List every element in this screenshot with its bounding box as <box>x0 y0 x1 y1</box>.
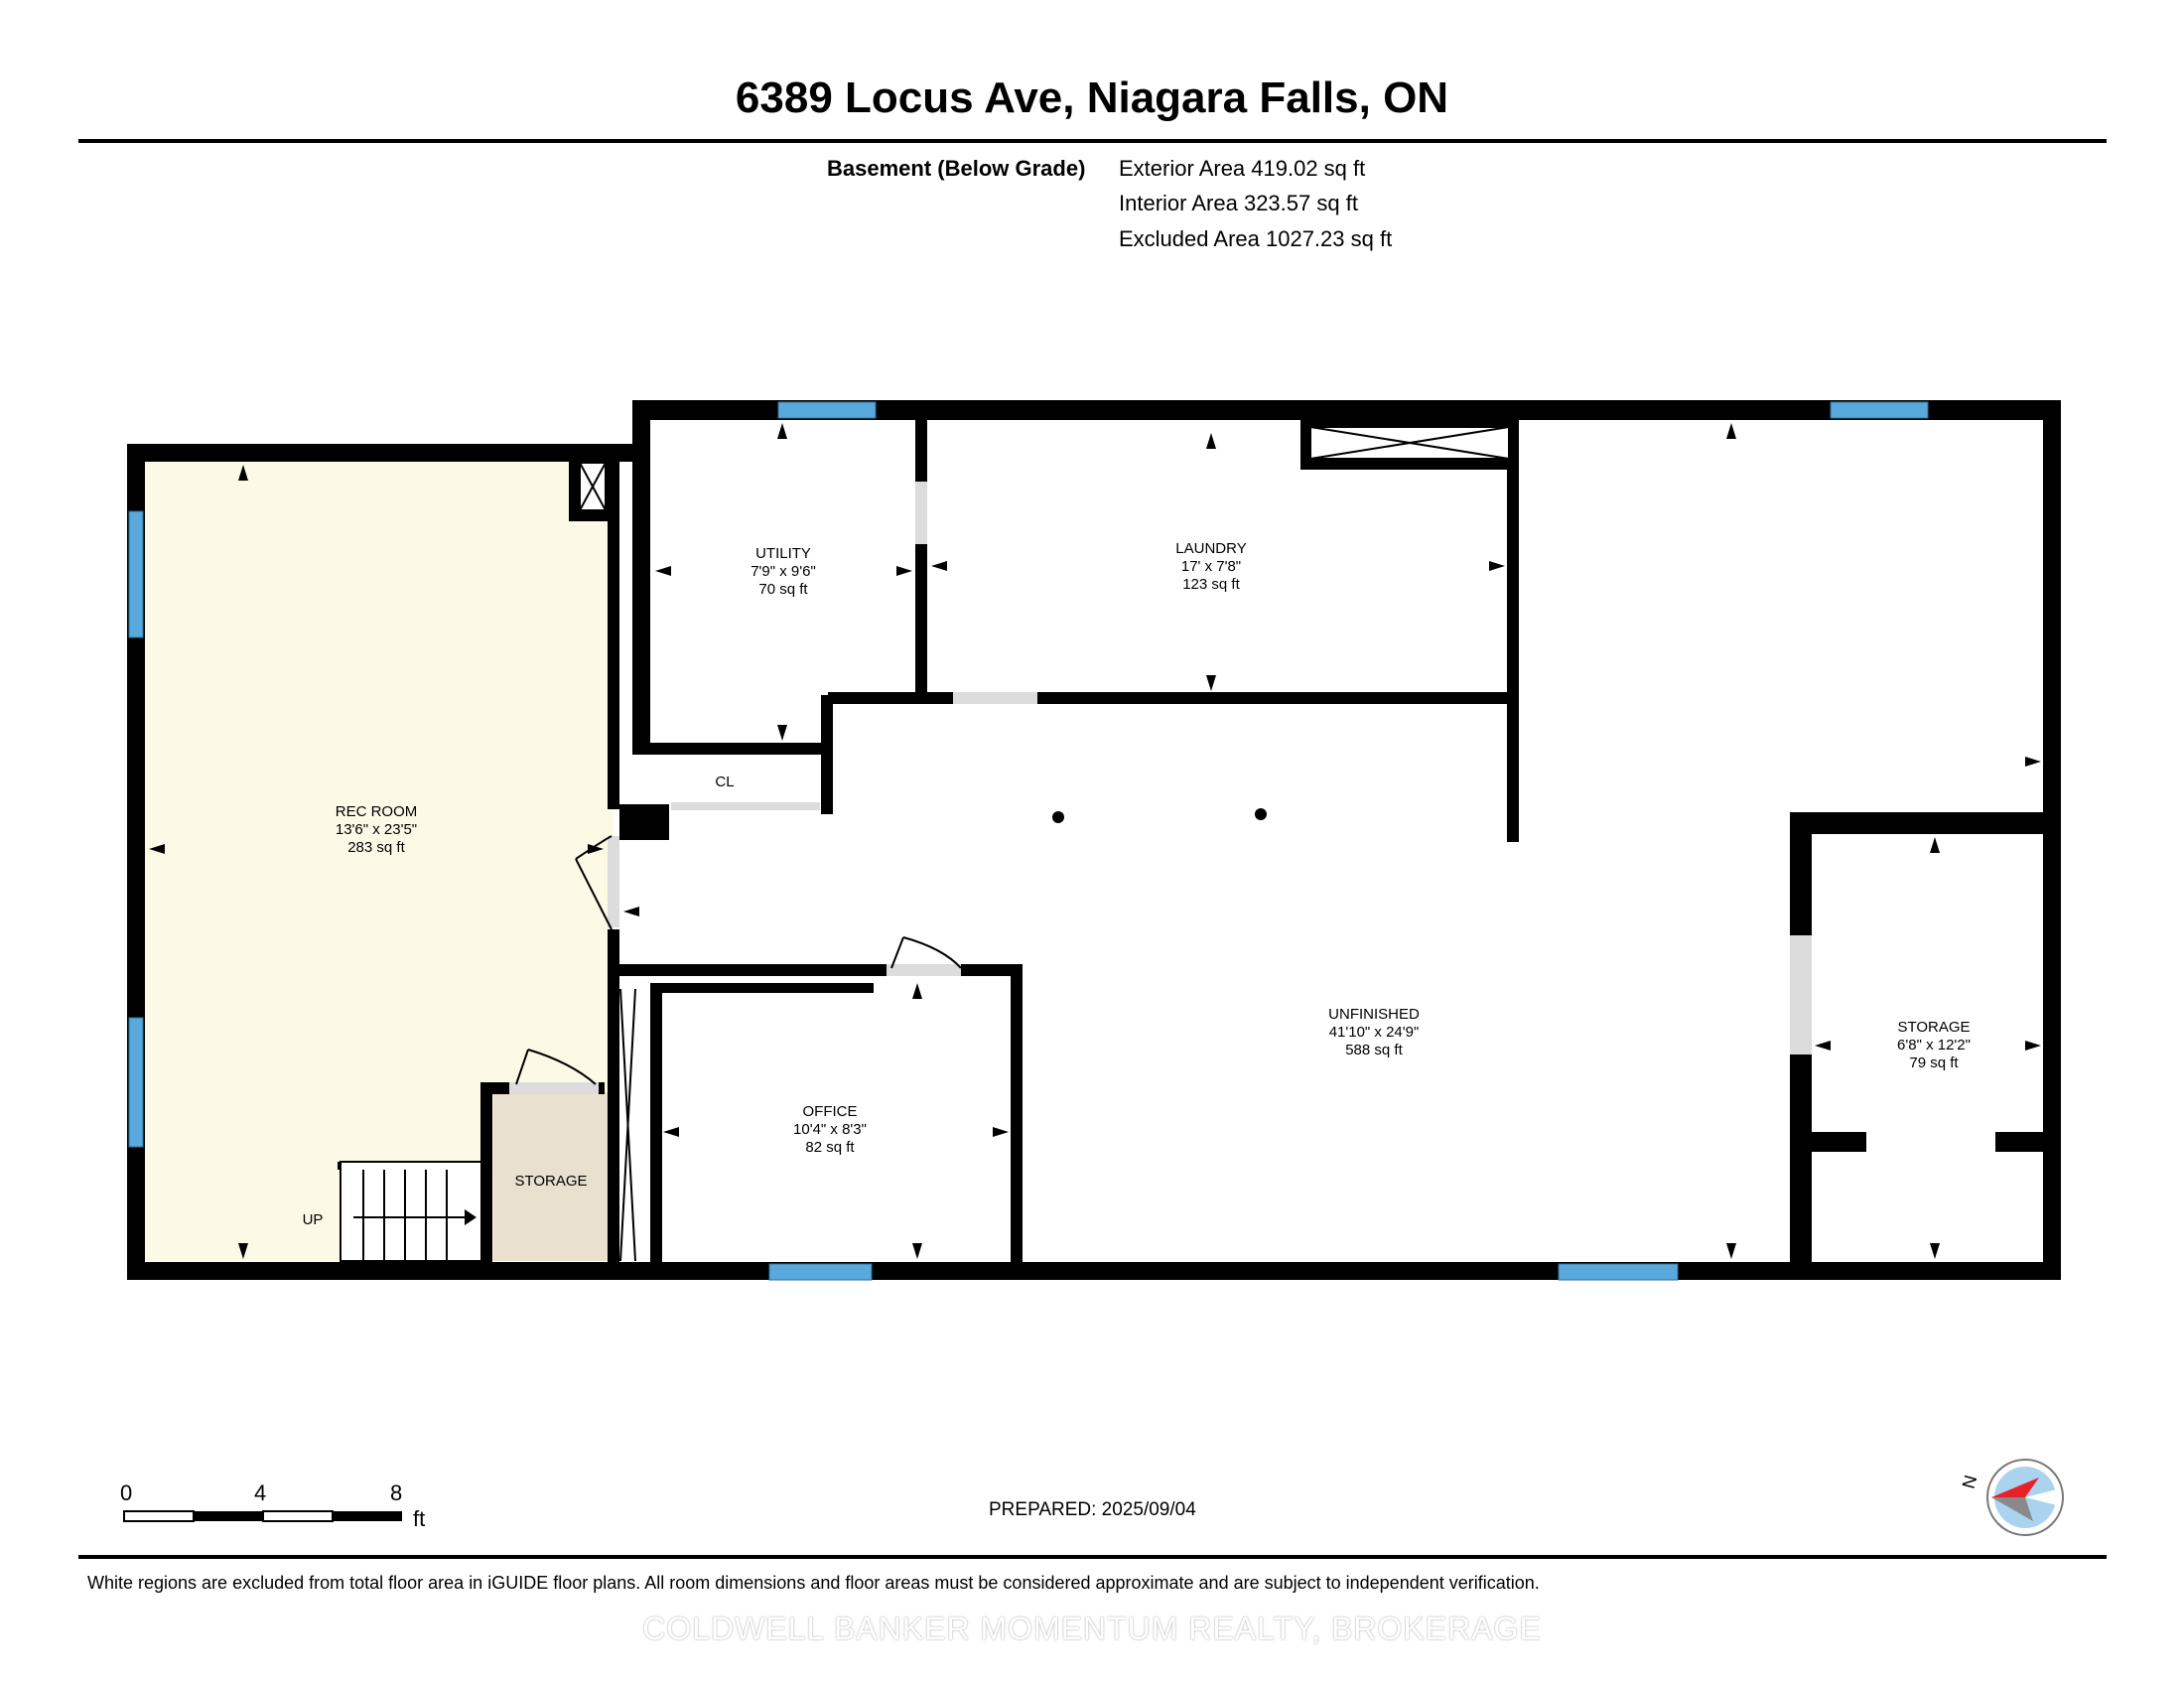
scale-bar <box>123 1510 402 1522</box>
support-post <box>1255 808 1267 820</box>
storage-small-fill <box>493 1092 613 1261</box>
unfinished-name: UNFINISHED <box>1328 1006 1420 1023</box>
scale-label-0: 0 <box>120 1480 133 1505</box>
closet-doors <box>619 988 636 1262</box>
storage-right-name: STORAGE <box>1897 1019 1970 1036</box>
footer-rule <box>78 1555 2107 1559</box>
office-dims: 10'4" x 8'3" <box>793 1121 867 1138</box>
compass-arrow-icon <box>1991 1477 2039 1497</box>
window <box>1830 401 1929 419</box>
interior-area: Interior Area 323.57 sq ft <box>1119 191 1358 215</box>
window <box>128 510 144 638</box>
utility-dims: 7'9" x 9'6" <box>751 563 816 580</box>
page-title: 6389 Locus Ave, Niagara Falls, ON <box>735 73 1449 122</box>
compass <box>1986 1459 2064 1536</box>
storage-right-dims: 6'8" x 12'2" <box>1897 1037 1971 1054</box>
rec-room-dims: 13'6" x 23'5" <box>336 821 417 838</box>
watermark: COLDWELL BANKER MOMENTUM REALTY, BROKERA… <box>642 1611 1542 1646</box>
openings <box>509 482 1812 1094</box>
window <box>128 1017 144 1148</box>
windows <box>128 401 1929 1281</box>
scale-label-4: 4 <box>254 1480 267 1505</box>
utility-name: UTILITY <box>755 545 811 562</box>
exterior-area: Exterior Area 419.02 sq ft <box>1119 156 1366 181</box>
storage-small-name: STORAGE <box>514 1173 587 1190</box>
door-swings <box>515 835 962 1085</box>
utility-area: 70 sq ft <box>758 581 808 598</box>
duct-boxes <box>579 426 1510 511</box>
rec-room-area: 283 sq ft <box>347 839 405 856</box>
support-post <box>1052 811 1064 823</box>
window <box>1558 1263 1679 1281</box>
scale-unit: ft <box>413 1506 426 1531</box>
disclaimer: White regions are excluded from total fl… <box>87 1573 1540 1593</box>
storage-right-area: 79 sq ft <box>1909 1055 1959 1071</box>
unfinished-dims: 41'10" x 24'9" <box>1329 1024 1420 1041</box>
prepared-date: PREPARED: 2025/09/04 <box>989 1499 1196 1520</box>
rec-room-name: REC ROOM <box>336 803 418 820</box>
window <box>777 401 877 419</box>
laundry-area: 123 sq ft <box>1182 576 1240 593</box>
floor-name: Basement (Below Grade) <box>827 156 1086 181</box>
closet-name: CL <box>715 774 734 790</box>
scale-label-8: 8 <box>390 1480 403 1505</box>
laundry-name: LAUNDRY <box>1175 540 1246 557</box>
title-rule <box>78 139 2107 143</box>
dimension-arrows <box>149 423 2041 1259</box>
laundry-dims: 17' x 7'8" <box>1181 558 1241 575</box>
stairs <box>340 1161 482 1262</box>
stairs-label: UP <box>303 1211 324 1228</box>
office-area: 82 sq ft <box>805 1139 855 1156</box>
window <box>768 1263 873 1281</box>
unfinished-area: 588 sq ft <box>1345 1042 1403 1058</box>
excluded-area: Excluded Area 1027.23 sq ft <box>1119 226 1393 251</box>
office-name: OFFICE <box>803 1103 858 1120</box>
